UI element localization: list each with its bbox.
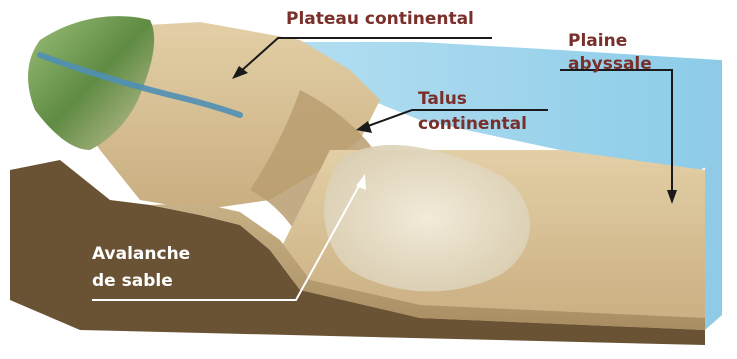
label-plaine-abyssale-line2: abyssale bbox=[568, 53, 652, 75]
label-plaine-abyssale-line1: Plaine bbox=[568, 30, 627, 52]
label-avalanche-line2: de sable bbox=[92, 270, 173, 292]
label-plateau-continental: Plateau continental bbox=[286, 8, 474, 30]
label-avalanche-line1: Avalanche bbox=[92, 243, 190, 265]
ocean-side-face bbox=[705, 60, 722, 330]
label-talus-continental-line1: Talus bbox=[418, 88, 467, 110]
label-talus-continental-line2: continental bbox=[418, 113, 527, 135]
